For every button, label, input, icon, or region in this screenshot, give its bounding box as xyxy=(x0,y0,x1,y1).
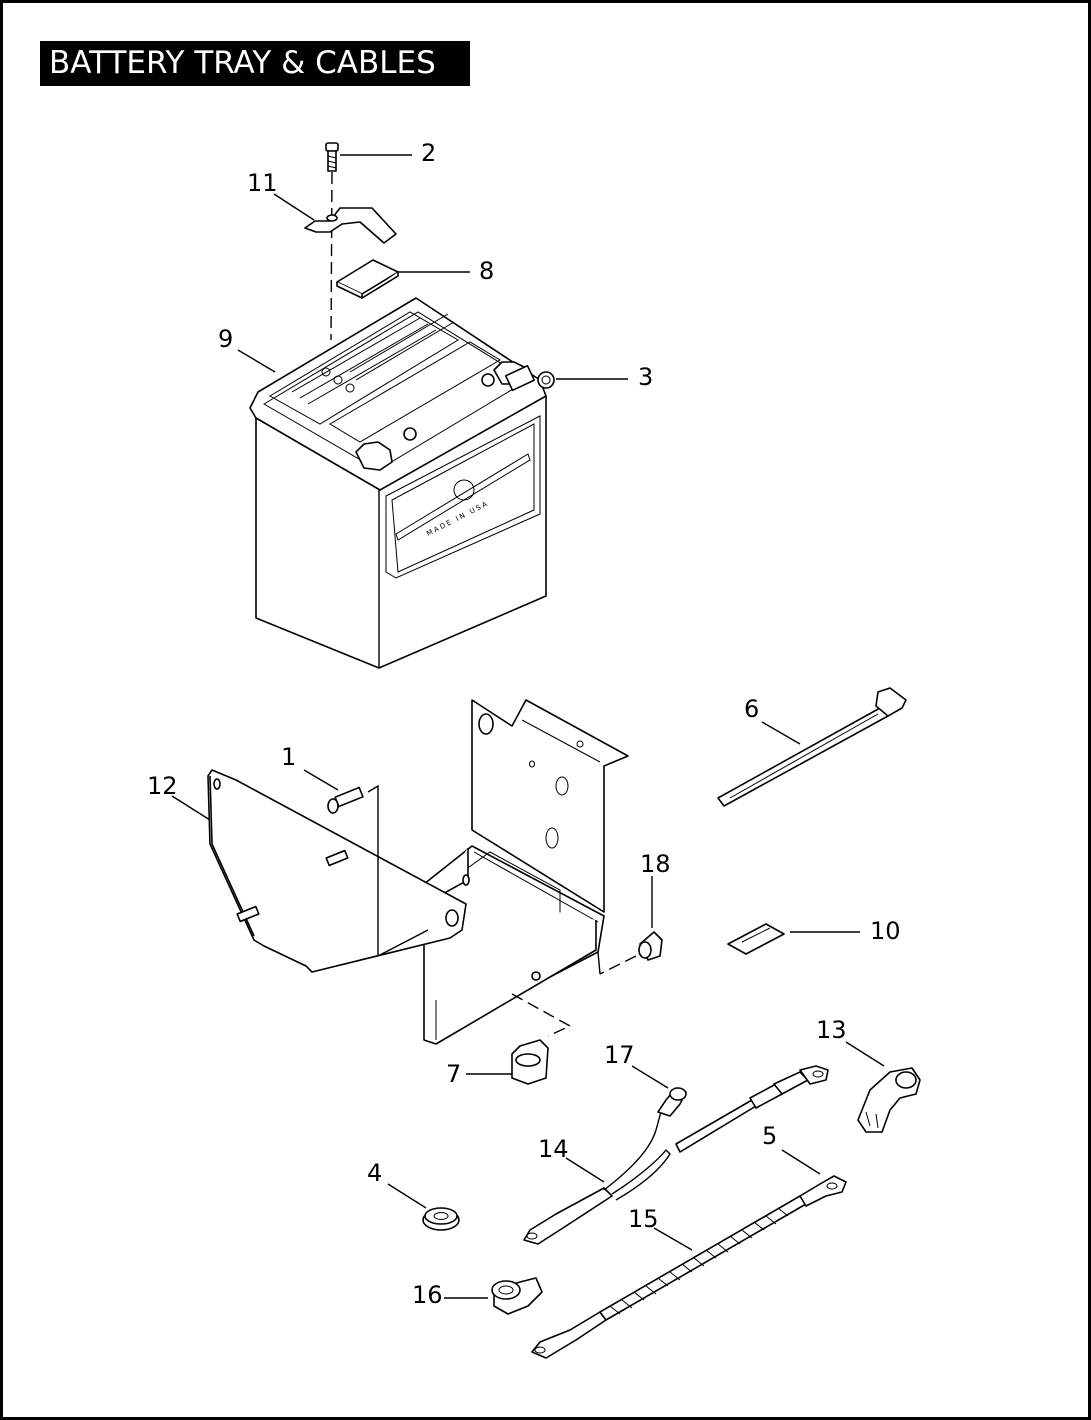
diagram-title: BATTERY TRAY & CABLES xyxy=(40,41,470,86)
callout-7: 7 xyxy=(446,1060,461,1088)
callout-8: 8 xyxy=(479,257,494,285)
part-17-cable xyxy=(675,1065,829,1153)
callout-16: 16 xyxy=(412,1281,443,1309)
callout-11: 11 xyxy=(247,169,278,197)
bumper-alignment xyxy=(597,951,601,975)
part-10-label xyxy=(727,923,785,955)
part-5-15-cable xyxy=(531,1175,847,1359)
part-11-hold-down-clip xyxy=(304,207,397,244)
fastener-alignment-line xyxy=(367,784,379,956)
bumper-centerline xyxy=(599,955,637,975)
callout-3: 3 xyxy=(638,363,653,391)
part-6-cable-tie xyxy=(717,687,907,807)
leader-lines xyxy=(171,154,885,1299)
callout-4: 4 xyxy=(367,1159,382,1187)
callout-5: 5 xyxy=(762,1122,777,1150)
part-13-terminal-boot xyxy=(857,1067,921,1133)
callout-9: 9 xyxy=(218,325,233,353)
callout-13: 13 xyxy=(816,1016,847,1044)
callout-18: 18 xyxy=(640,850,671,878)
callout-10: 10 xyxy=(870,917,901,945)
callout-17: 17 xyxy=(604,1041,635,1069)
callout-6: 6 xyxy=(744,695,759,723)
fastener-centerline xyxy=(330,171,333,341)
callout-1: 1 xyxy=(281,743,296,771)
part-12-battery-tray xyxy=(423,699,629,1045)
part-12-studs xyxy=(236,849,349,923)
part-1-screw xyxy=(327,786,364,814)
callout-15: 15 xyxy=(628,1205,659,1233)
part-3-terminal-bolt xyxy=(504,364,555,392)
callout-14: 14 xyxy=(538,1135,569,1163)
part-2-screw xyxy=(325,142,339,172)
part-4-washer xyxy=(422,1207,460,1231)
callout-12: 12 xyxy=(147,772,178,800)
part-7-clip xyxy=(511,1039,549,1085)
callout-2: 2 xyxy=(421,139,436,167)
part-9-battery: MADE IN USA xyxy=(249,297,547,669)
callout-labels: 1 2 3 4 5 6 7 8 9 10 11 12 13 14 15 16 1… xyxy=(147,139,901,1309)
part-8-pad xyxy=(336,259,399,299)
part-14-cable xyxy=(523,1087,687,1245)
part-12-side-plate xyxy=(207,769,467,973)
clip-centerline xyxy=(511,993,572,1037)
part-18-bumper xyxy=(638,931,663,961)
part-16-grommet xyxy=(491,1277,543,1315)
fastener-alignment-line-2 xyxy=(377,929,429,957)
